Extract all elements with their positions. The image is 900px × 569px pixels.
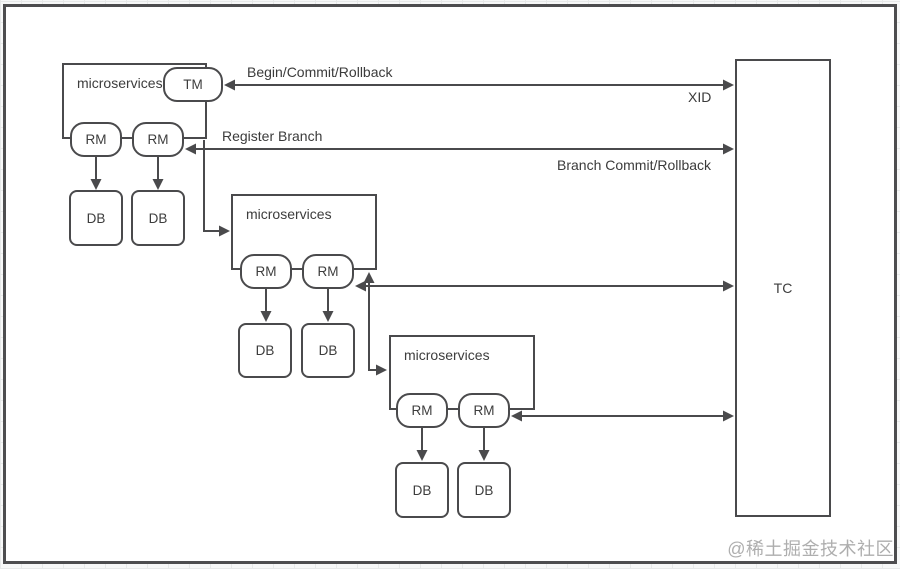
label-xid: XID — [688, 89, 712, 105]
db-node-2b: DB — [301, 323, 355, 378]
rm-node-2a: RM — [240, 254, 292, 289]
db-node-1b: DB — [131, 190, 185, 246]
label-branch-commit-rollback: Branch Commit/Rollback — [557, 157, 712, 173]
tm-node: TM — [163, 67, 223, 102]
rm-node-2b: RM — [302, 254, 354, 289]
db-node-3a: DB — [395, 462, 449, 518]
db-node-2a: DB — [238, 323, 292, 378]
rm-node-1a: RM — [70, 122, 122, 157]
db-node-3b: DB — [457, 462, 511, 518]
label-register-branch: Register Branch — [222, 128, 323, 144]
tc-box: TC — [735, 59, 831, 517]
watermark: @稀土掘金技术社区 — [727, 539, 894, 559]
db-node-1a: DB — [69, 190, 123, 246]
rm-node-3b: RM — [458, 393, 510, 428]
rm-node-1b: RM — [132, 122, 184, 157]
label-begin-commit-rollback: Begin/Commit/Rollback — [247, 64, 393, 80]
rm-node-3a: RM — [396, 393, 448, 428]
microservices-label-2: microservices — [246, 206, 332, 222]
microservices-label-3: microservices — [404, 347, 490, 363]
microservices-label-1: microservices — [77, 75, 163, 91]
